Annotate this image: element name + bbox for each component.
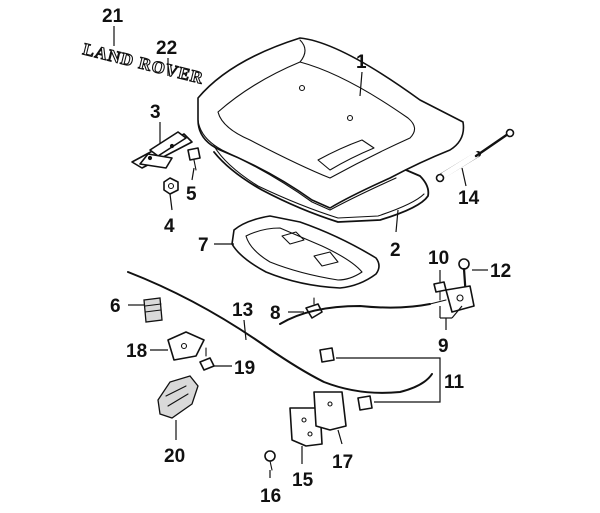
leader-lines — [113, 26, 488, 478]
callout-20: 20 — [164, 446, 185, 467]
hood-support-strut — [435, 128, 515, 183]
callout-labels: 1 2 3 4 5 6 7 8 9 10 11 12 13 14 15 16 1… — [102, 6, 511, 507]
callout-15: 15 — [292, 470, 314, 491]
callout-2: 2 — [390, 240, 401, 261]
emblem-text: LAND ROVER — [81, 39, 206, 87]
fastener-clip — [305, 297, 323, 319]
callout-21: 21 — [102, 6, 124, 27]
bump-stop — [143, 297, 163, 323]
cable-clip-lower — [357, 395, 373, 411]
hood-panel — [197, 37, 465, 211]
hood-seal — [213, 145, 430, 223]
land-rover-emblem: LAND ROVER — [80, 39, 206, 88]
latch-bracket — [313, 391, 347, 431]
callout-11: 11 — [444, 372, 465, 393]
hood-hinge — [131, 131, 193, 169]
callout-8: 8 — [270, 303, 281, 324]
callout-7: 7 — [198, 235, 209, 256]
release-handle-bracket — [167, 331, 205, 361]
callout-17: 17 — [332, 452, 353, 473]
callout-14: 14 — [458, 188, 480, 209]
hinge-bolt — [187, 147, 201, 171]
callout-6: 6 — [110, 296, 121, 317]
hinge-nut — [163, 177, 179, 195]
plate-bolt — [264, 450, 276, 471]
bracket-screw — [199, 347, 215, 371]
callout-12: 12 — [490, 261, 511, 282]
hood-insulator — [231, 215, 380, 289]
callout-9: 9 — [438, 336, 449, 357]
callout-16: 16 — [260, 486, 281, 507]
callout-4: 4 — [164, 216, 175, 237]
callout-1: 1 — [356, 52, 367, 73]
callout-22: 22 — [156, 38, 177, 59]
callout-10: 10 — [428, 248, 449, 269]
release-cable — [127, 271, 433, 394]
latch-bolt — [433, 281, 447, 301]
release-handle — [157, 375, 199, 419]
callout-18: 18 — [126, 341, 147, 362]
callout-19: 19 — [234, 358, 255, 379]
callout-13: 13 — [232, 300, 253, 321]
callout-3: 3 — [150, 102, 161, 123]
cable-clip-upper — [319, 347, 335, 363]
callout-5: 5 — [186, 184, 197, 205]
hood-latch — [429, 285, 475, 313]
